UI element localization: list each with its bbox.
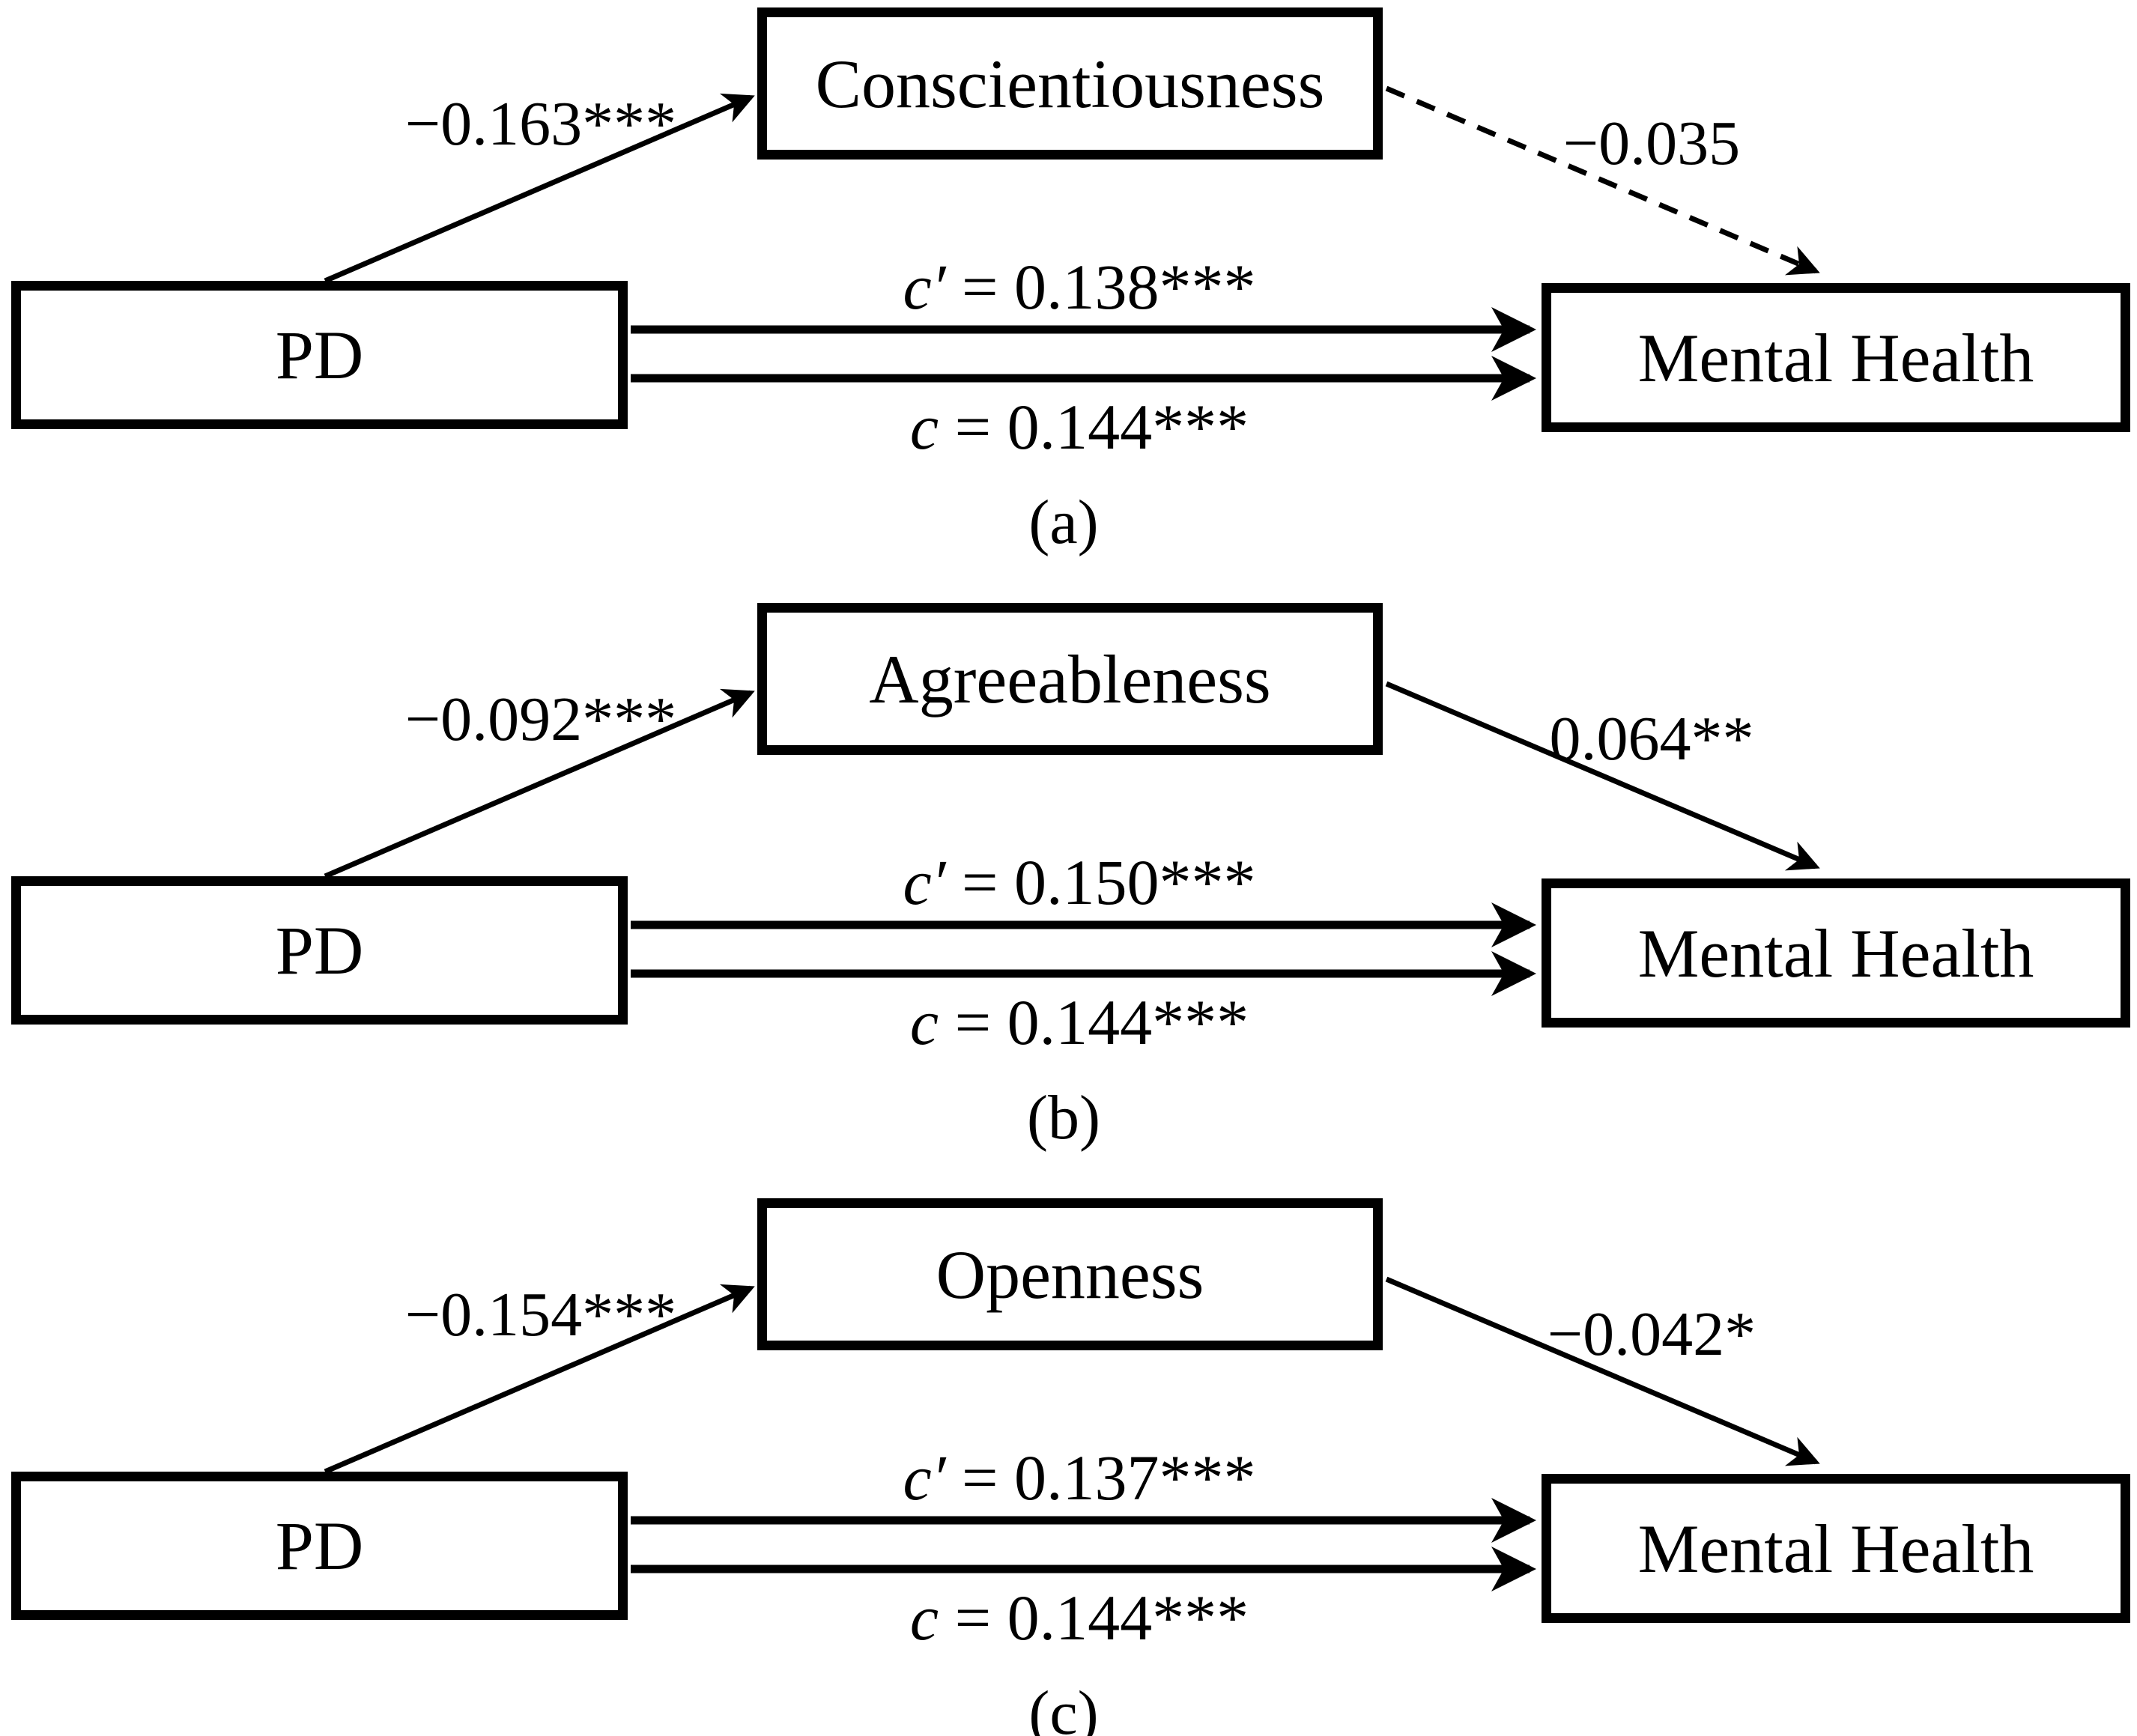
path-a-arrow <box>324 93 755 284</box>
direct-effect-symbol: c′ <box>903 846 946 918</box>
path-a-coefficient: −0.154*** <box>404 1280 677 1350</box>
total-effect-value: = 0.144*** <box>954 1582 1249 1654</box>
direct-effect-value: = 0.138*** <box>961 251 1256 323</box>
path-a-arrow <box>324 688 755 879</box>
direct-effect-symbol: c′ <box>903 251 946 323</box>
direct-effect-coefficient: c′ = 0.137*** <box>903 1445 1256 1510</box>
mediator-box: Conscientiousness <box>757 7 1383 160</box>
predictor-box: PD <box>11 1472 628 1620</box>
path-b-arrow <box>1385 1276 1820 1466</box>
direct-effect-coefficient: c′ = 0.138*** <box>903 255 1256 319</box>
panel-caption: (a) <box>1028 488 1099 557</box>
predictor-box: PD <box>11 876 628 1025</box>
mediator-box: Openness <box>757 1198 1383 1350</box>
predictor-label: PD <box>275 912 364 989</box>
outcome-box: Mental Health <box>1542 283 2130 432</box>
total-effect-value: = 0.144*** <box>954 986 1249 1058</box>
path-b-coefficient: 0.064** <box>1549 704 1754 774</box>
panel-b: PD Agreeableness Mental Health −0.092***… <box>0 595 2137 1191</box>
direct-effect-value: = 0.150*** <box>961 846 1256 918</box>
panel-c-arrows <box>324 1276 1820 1591</box>
outcome-box: Mental Health <box>1542 878 2130 1028</box>
path-b-arrow <box>1385 85 1820 276</box>
direct-effect-value: = 0.137*** <box>961 1442 1256 1514</box>
mediator-label: Conscientiousness <box>815 45 1325 122</box>
direct-effect-symbol: c′ <box>903 1442 946 1514</box>
panel-a: PD Conscientiousness Mental Health −0.16… <box>0 0 2137 595</box>
total-effect-coefficient: c = 0.144*** <box>910 990 1249 1054</box>
total-effect-symbol: c <box>909 986 939 1058</box>
path-a-arrow <box>324 1284 755 1475</box>
panel-b-arrows <box>324 681 1820 996</box>
path-b-coefficient: −0.035 <box>1562 109 1741 178</box>
outcome-label: Mental Health <box>1637 319 2034 396</box>
mediator-box: Agreeableness <box>757 603 1383 755</box>
direct-effect-coefficient: c′ = 0.150*** <box>903 850 1256 914</box>
path-b-coefficient: −0.042* <box>1547 1299 1756 1369</box>
outcome-label: Mental Health <box>1637 914 2034 992</box>
total-effect-symbol: c <box>909 391 939 463</box>
predictor-label: PD <box>275 317 364 393</box>
path-a-coefficient: −0.092*** <box>404 685 677 754</box>
mediator-label: Openness <box>936 1236 1204 1313</box>
outcome-label: Mental Health <box>1637 1510 2034 1587</box>
path-a-coefficient: −0.163*** <box>404 89 677 159</box>
total-effect-coefficient: c = 0.144*** <box>910 395 1249 459</box>
predictor-box: PD <box>11 281 628 429</box>
total-effect-value: = 0.144*** <box>954 391 1249 463</box>
mediator-label: Agreeableness <box>869 640 1271 717</box>
panel-c: PD Openness Mental Health −0.154*** −0.0… <box>0 1191 2137 1736</box>
total-effect-coefficient: c = 0.144*** <box>910 1585 1249 1650</box>
panel-caption: (b) <box>1027 1083 1100 1153</box>
path-b-arrow <box>1385 681 1820 871</box>
outcome-box: Mental Health <box>1542 1474 2130 1623</box>
panel-caption: (c) <box>1028 1678 1099 1736</box>
total-effect-symbol: c <box>909 1582 939 1654</box>
predictor-label: PD <box>275 1508 364 1584</box>
panel-a-arrows <box>324 85 1820 401</box>
